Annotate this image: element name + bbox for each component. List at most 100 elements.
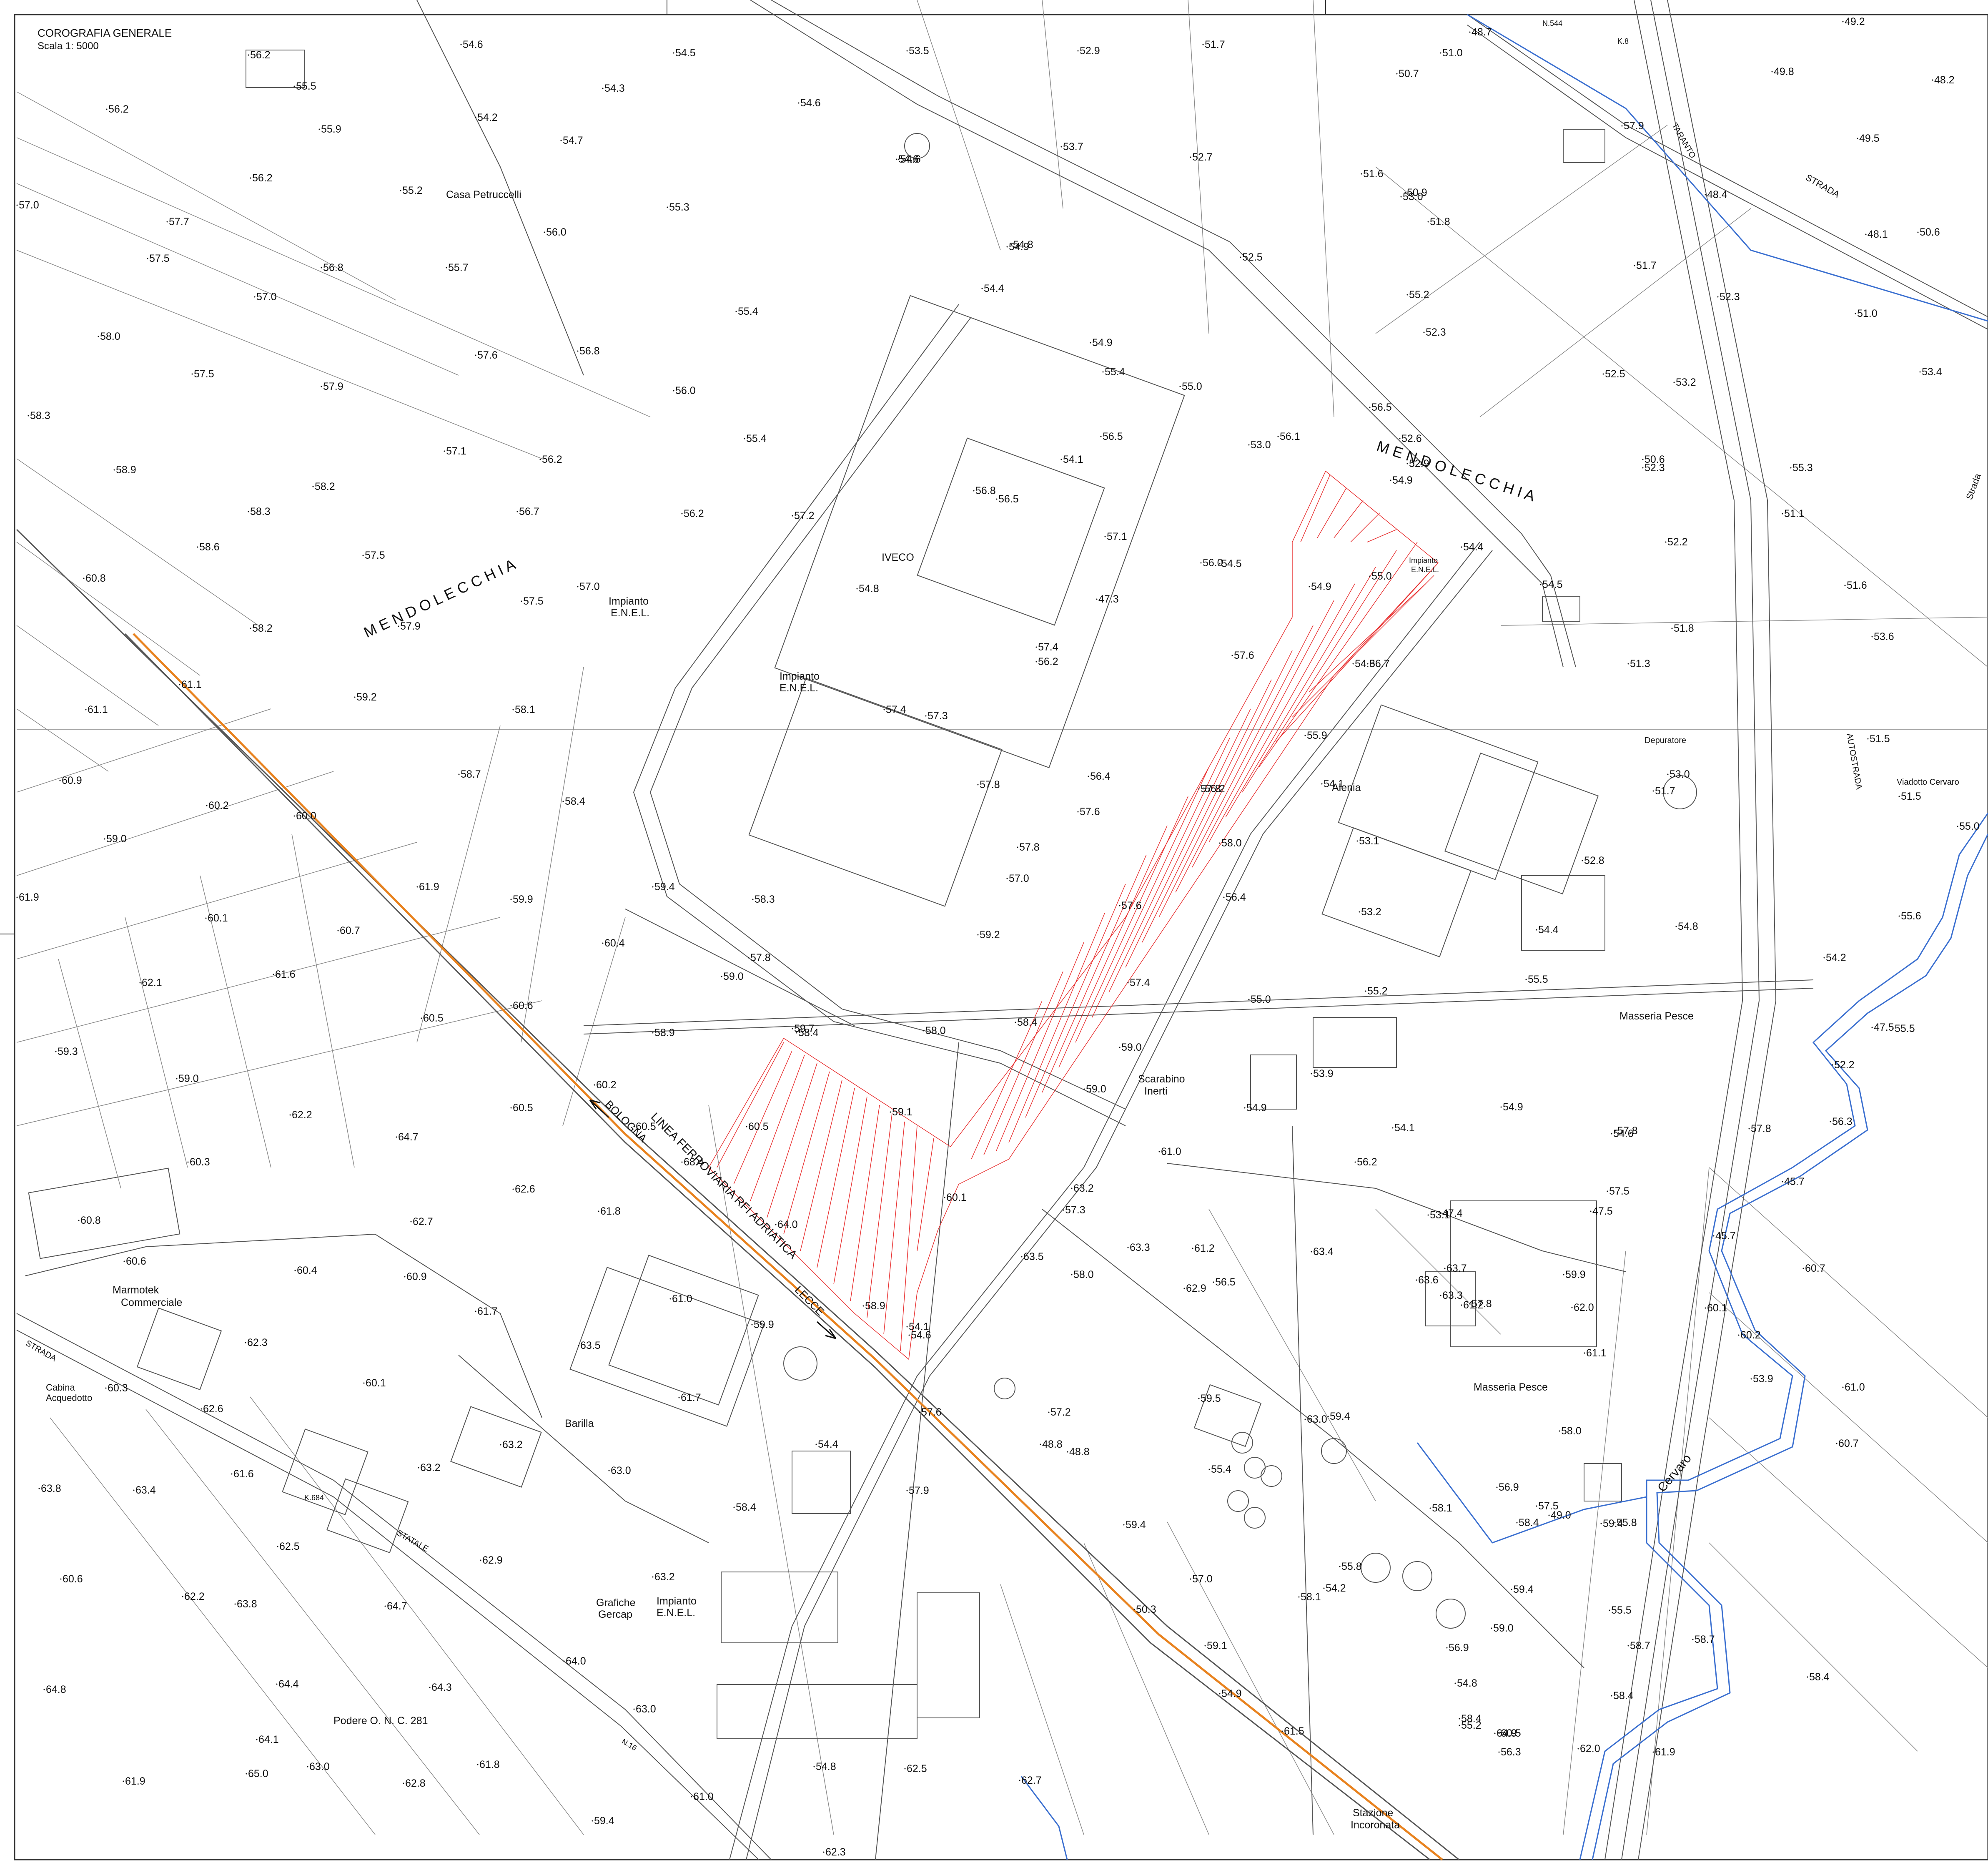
elevation-label: 57.4 [1038,641,1058,653]
elevation-label: 61.0 [693,1791,714,1803]
elevation-label: 54.6 [463,39,483,50]
elevation-point [1219,842,1221,844]
elevation-point [1590,1210,1592,1212]
elevation-point [1611,1133,1612,1135]
elevation-point [652,1576,654,1578]
elevation-point [510,1005,512,1007]
elevation-point [182,1596,183,1597]
elevation-label: 47.3 [1098,593,1119,605]
elevation-label: 59.7 [794,1023,815,1034]
elevation-point [446,267,447,269]
elevation-point [563,1660,565,1662]
elevation-label: 57.9 [1624,120,1644,132]
elevation-point [1416,1279,1417,1281]
elevation-label: 64.3 [431,1682,452,1693]
place-label: Alenia [1332,782,1361,793]
place-label: Stazione [1353,1807,1393,1819]
elevation-label: 47.5 [1874,1022,1894,1033]
elevation-point [60,1578,62,1580]
elevation-point [139,982,141,984]
elevation-label: 57.4 [1130,977,1150,989]
elevation-point [577,586,579,588]
elevation-label: 57.5 [1609,1185,1630,1197]
elevation-label: 61.7 [681,1392,701,1403]
elevation-point [1321,783,1323,785]
elevation-label: 51.3 [1630,658,1650,670]
elevation-label: 57.8 [1751,1123,1771,1135]
elevation-label: 56.2 [108,103,129,115]
elevation-label: 64.1 [258,1734,279,1745]
elevation-point [179,684,180,685]
elevation-point [248,511,249,512]
elevation-point [1021,1256,1023,1258]
place-label: Acquedotto [46,1393,92,1403]
place-label: Impianto [1409,556,1438,565]
elevation-label: 57.0 [1009,873,1029,884]
elevation-point [105,1387,107,1389]
elevation-point [796,1032,797,1034]
elevation-label: 54.1 [1063,454,1083,465]
elevation-point [318,128,320,130]
elevation-point [1006,878,1008,879]
elevation-label: 58.2 [252,623,273,634]
elevation-label: 63.5 [580,1340,601,1351]
elevation-point [1536,929,1537,931]
elevation-label: 60.5 [423,1012,444,1024]
elevation-label: 54.3 [604,83,625,94]
elevation-label: 60.5 [513,1102,533,1114]
elevation-point [1957,826,1958,827]
elevation-point [1100,436,1102,437]
elevation-label: 55.0 [1251,994,1271,1005]
elevation-point [38,1488,40,1489]
elevation-label: 54.4 [1463,541,1484,553]
elevation-point [798,102,800,104]
elevation-point [321,386,322,387]
elevation-label: 50.6 [1920,226,1940,238]
elevation-point [1614,1522,1616,1524]
elevation-label: 54.6 [1613,1128,1634,1140]
elevation-point [1309,586,1310,588]
elevation-point [234,1603,236,1605]
elevation-label: 61.2 [1463,1299,1484,1311]
elevation-label: 56.3 [1832,1116,1853,1127]
elevation-point [678,1397,680,1398]
elevation-label: 55.7 [448,262,469,274]
elevation-label: 54.5 [1542,579,1563,590]
elevation-label: 59.2 [980,929,1000,941]
elevation-label: 58.1 [515,704,535,716]
elevation-label: 56.9 [1499,1481,1519,1493]
elevation-label: 54.8 [1013,239,1033,251]
elevation-label: 54.2 [1826,952,1846,964]
elevation-point [59,780,61,781]
elevation-point [608,1470,610,1471]
elevation-point [1404,192,1406,193]
elevation-point [246,1773,247,1775]
elevation-labels: 56.255.555.956.256.257.057.757.556.857.0… [16,16,1980,1858]
elevation-point [113,469,115,471]
elevation-point [384,1605,386,1607]
elevation-point [1444,1268,1446,1269]
elevation-label: 56.5 [998,493,1019,505]
elevation-label: 60.4 [297,1265,317,1276]
elevation-point [1406,294,1408,296]
elevation-point [1158,1151,1160,1152]
elevation-label: 48.8 [1042,1439,1063,1450]
elevation-point [1327,1416,1329,1417]
elevation-label: 57.0 [1192,1573,1213,1585]
elevation-point [1461,546,1462,548]
elevation-label: 60.9 [406,1271,427,1283]
elevation-point [1642,467,1644,469]
elevation-point [1006,246,1008,248]
elevation-point [1607,1190,1608,1192]
elevation-point [733,1506,735,1508]
elevation-point [510,1107,512,1109]
elevation-label: 58.9 [654,1027,675,1039]
elevation-label: 53.0 [1251,439,1271,451]
elevation-point [746,1126,747,1127]
elevation-point [919,1411,920,1413]
elevation-point [1582,860,1583,861]
elevation-point [856,588,858,590]
elevation-point [1498,1732,1500,1734]
elevation-label: 63.4 [135,1484,156,1496]
elevation-point [1440,1295,1441,1296]
